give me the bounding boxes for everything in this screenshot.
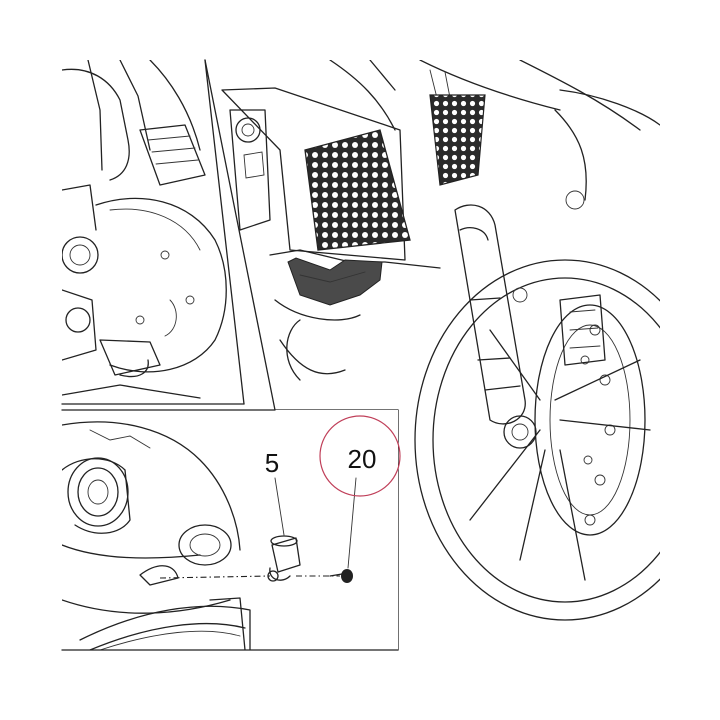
radiator-grille: [304, 129, 411, 251]
leader-line-20: [347, 477, 357, 569]
callout-part-20: 20: [348, 444, 377, 474]
callout-part-5: 5: [265, 448, 279, 478]
leader-line-5: [274, 477, 285, 536]
exploded-view-inset: [62, 421, 357, 650]
assembly-axis-line: [159, 575, 340, 579]
panel-divider-left: [204, 59, 245, 405]
engine-detail-panel: [62, 60, 227, 399]
motorcycle-front-view: [221, 60, 660, 621]
upper-grille: [429, 94, 486, 186]
panel-divider-mid: [204, 59, 276, 411]
guard-bracket-part: [287, 257, 383, 306]
highlight-circle: [319, 415, 401, 497]
